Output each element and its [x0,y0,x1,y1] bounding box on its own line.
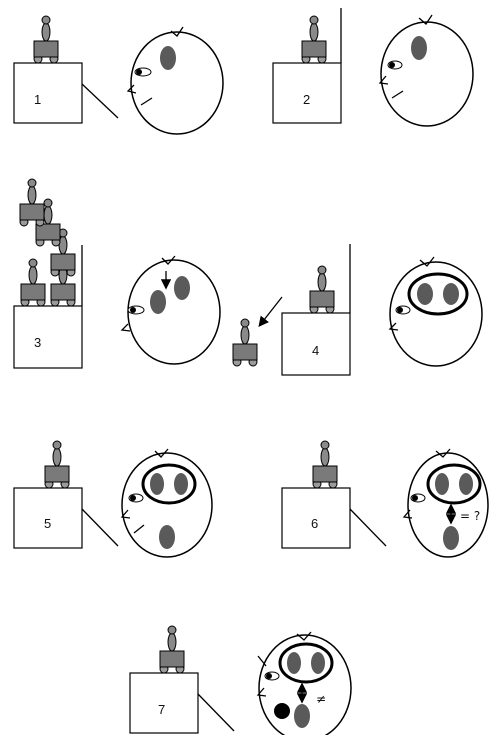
panel-1: 1 [14,16,223,134]
memory-blob [150,473,164,495]
box-1 [14,63,82,123]
memory-blob [411,36,427,60]
comparison-label: = ? [460,509,480,523]
toy-cart-icon [310,266,334,313]
box-3 [14,306,82,368]
toy-cart-icon [45,441,69,488]
toy-cart-icon [313,441,337,488]
toy-cart-icon [20,179,44,226]
memory-blob [294,704,310,728]
head-outline [381,22,473,126]
toy-cart-icon [160,626,184,673]
memory-blob [311,652,325,674]
toy-cart-icon [302,16,326,63]
toy-cart-icon [21,259,45,306]
memory-blob [287,652,301,674]
memory-blob [459,473,473,495]
panel-3: 3 [14,179,220,368]
panel-label: 2 [303,92,310,107]
memory-blob [174,473,188,495]
screen-line [350,509,386,546]
dark-dot-icon [274,703,290,719]
memory-blob [435,473,449,495]
memory-blob [417,283,433,305]
toy-cart-icon [34,16,58,63]
panel-label: 7 [158,702,165,717]
memory-blob [174,276,190,300]
memory-blob [443,526,459,550]
panel-5: 5 [14,441,212,557]
head-outline [131,32,223,134]
screen-line [82,84,118,118]
panel-6: 6 = ? [282,441,488,557]
panel-label: 6 [311,516,318,531]
panel-label: 1 [34,92,41,107]
toy-cart-icon [233,319,257,366]
memory-blob [160,46,176,70]
panel-2: 2 [273,8,473,126]
memory-blob [159,525,175,549]
panel-label: 4 [312,343,319,358]
memory-blob [443,283,459,305]
comparison-label: ≠ [316,692,326,706]
panel-7: 7 ≠ [130,626,351,735]
panel-label: 5 [44,516,51,531]
screen-line [82,509,118,546]
panel-4: 4 [233,244,482,375]
panel-label: 3 [34,335,41,350]
screen-line [198,694,234,731]
arrow-icon [260,297,282,325]
memory-blob [150,290,166,314]
